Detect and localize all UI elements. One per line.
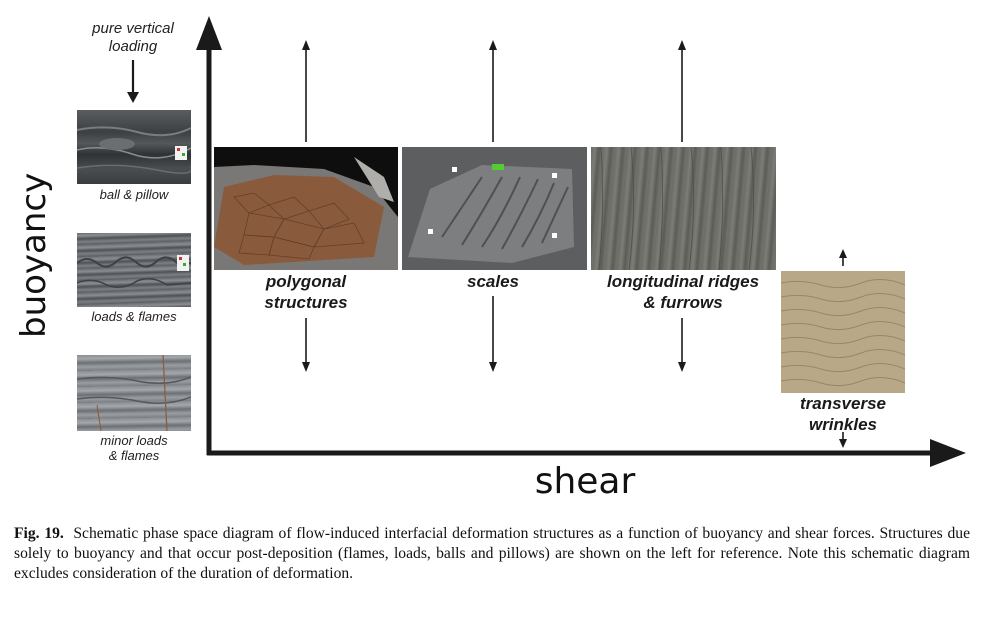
figure-caption: Fig. 19. Schematic phase space diagram o… [14, 524, 970, 584]
scales-label-line1: scales [467, 272, 519, 291]
ball-pillow-photo [77, 110, 191, 184]
minor-loads-label-line1: minor loads [100, 433, 168, 448]
minor-loads-label: minor loads & flames [77, 433, 191, 463]
polygonal-arrows [302, 40, 310, 372]
polygonal-structures-photo [214, 147, 398, 270]
transverse-wrinkles-photo [781, 271, 905, 393]
x-axis-arrowhead [930, 439, 966, 467]
ridges-arrows [678, 40, 686, 372]
longitudinal-ridges-photo [591, 147, 776, 270]
wrinkles-arrows [839, 249, 847, 448]
minor-loads-photo [77, 355, 191, 431]
scales-label: scales [413, 271, 573, 292]
ridges-label-line2: & furrows [643, 293, 723, 312]
transverse-wrinkles-label: transverse wrinkles [773, 393, 913, 435]
x-axis-title: shear [534, 461, 636, 502]
pure-vertical-label-line2: loading [108, 38, 158, 55]
loads-flames-label: loads & flames [91, 309, 177, 324]
polygonal-label-line1: polygonal [265, 272, 347, 291]
figure-number: Fig. 19. [14, 525, 64, 542]
pure-vertical-loading-label: pure vertical loading [78, 20, 188, 56]
loads-flames-photo [77, 233, 191, 307]
ridges-label-line1: longitudinal ridges [606, 272, 760, 291]
y-axis-arrowhead [196, 16, 222, 50]
scales-photo [402, 147, 587, 270]
figure-caption-text: Schematic phase space diagram of flow-in… [14, 525, 970, 582]
wrinkles-label-line1: transverse [799, 394, 886, 413]
polygonal-label-line2: structures [264, 293, 348, 312]
scales-arrows [489, 40, 497, 372]
polygonal-structures-label: polygonal structures [226, 271, 386, 313]
longitudinal-ridges-label: longitudinal ridges & furrows [583, 271, 783, 313]
y-axis-title: buoyancy [14, 172, 54, 338]
minor-loads-label-line2: & flames [108, 448, 160, 463]
wrinkles-label-line2: wrinkles [808, 415, 878, 434]
phase-space-diagram [127, 16, 966, 467]
ball-pillow-label: ball & pillow [99, 187, 169, 202]
pure-vertical-label-line1: pure vertical [92, 20, 174, 37]
